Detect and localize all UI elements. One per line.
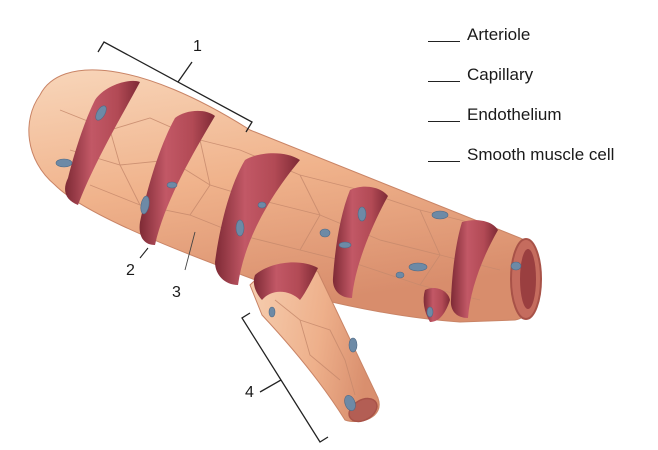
key-label: Arteriole	[467, 24, 530, 46]
callout-number-4: 4	[245, 384, 254, 402]
answer-blank[interactable]	[428, 161, 460, 162]
leader-line-2	[140, 248, 148, 258]
answer-key-list: Arteriole Capillary Endothelium Smooth m…	[428, 6, 656, 166]
callout-number-3: 3	[172, 284, 181, 302]
answer-blank[interactable]	[428, 41, 460, 42]
answer-blank[interactable]	[428, 81, 460, 82]
key-item-smooth-muscle-cell: Smooth muscle cell	[428, 126, 656, 166]
key-label: Capillary	[467, 64, 533, 86]
key-item-capillary: Capillary	[428, 46, 656, 86]
callout-number-1: 1	[193, 38, 202, 56]
arteriole-lumen-inner	[520, 249, 536, 309]
callout-number-2: 2	[126, 262, 135, 280]
answer-blank[interactable]	[428, 121, 460, 122]
key-item-endothelium: Endothelium	[428, 86, 656, 126]
key-item-arteriole: Arteriole	[428, 6, 656, 46]
key-label: Smooth muscle cell	[467, 144, 614, 166]
key-label: Endothelium	[467, 104, 562, 126]
